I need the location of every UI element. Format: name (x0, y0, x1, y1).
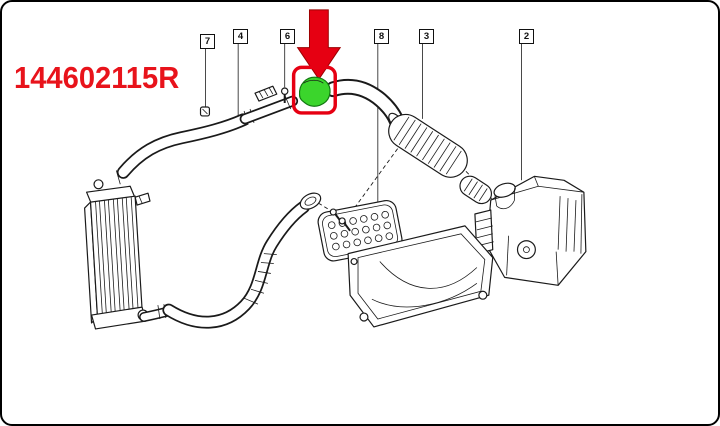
callout-box-4: 4 (233, 29, 248, 44)
duct-connector (459, 175, 493, 205)
highlighted-hose-connector (298, 76, 331, 107)
grid-holes (327, 210, 394, 251)
lower-charge-hose (139, 192, 322, 329)
highlight-arrow-icon (296, 9, 342, 81)
hose-clamp-part (254, 85, 278, 102)
clip-nut-part (199, 106, 211, 117)
callout-leader-lines (205, 42, 522, 218)
callout-box-3: 3 (419, 29, 434, 44)
intercooler (84, 179, 151, 330)
callout-box-7: 7 (200, 34, 215, 49)
air-filter-housing (474, 175, 587, 286)
flange-screws (329, 208, 351, 232)
part-number: 144602115R (14, 60, 180, 95)
bolt-part (280, 87, 289, 104)
callout-box-8: 8 (374, 29, 389, 44)
lower-tray (347, 225, 494, 328)
upper-charge-hose (115, 94, 299, 185)
callout-box-2: 2 (519, 29, 534, 44)
callout-box-6: 6 (280, 29, 295, 44)
highlight-box (291, 65, 337, 115)
corrugated-intake-duct (388, 113, 468, 178)
housing-side-ribs (557, 194, 583, 254)
highlighted-part (291, 65, 337, 115)
intercooler-fins (95, 197, 139, 317)
hose-corrugations (243, 253, 277, 305)
